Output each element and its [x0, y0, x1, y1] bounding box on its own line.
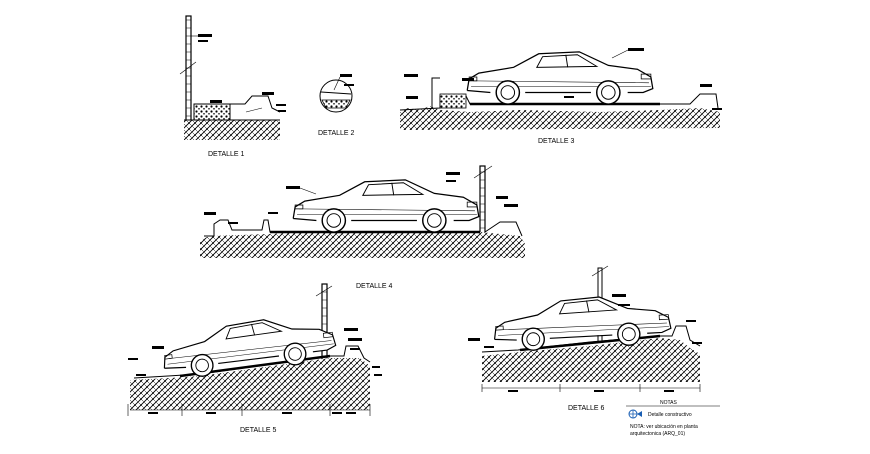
note-line-2: arquitectonica (ARQ_01)	[630, 431, 685, 437]
notes-block: NOTAS Detalle constructivo NOTA: ver ubi…	[626, 400, 720, 437]
detail-1-title: DETALLE 1	[208, 151, 245, 158]
notes-heading: NOTAS	[660, 400, 678, 406]
detail-4-drawing	[200, 165, 525, 258]
detail-5-title: DETALLE 5	[240, 427, 277, 434]
legend-item-detail: Detalle constructivo	[648, 412, 692, 418]
detail-3-title: DETALLE 3	[538, 138, 575, 145]
detail-1-drawing	[179, 15, 286, 140]
detail-5-drawing	[127, 283, 382, 416]
detail-2-drawing	[319, 74, 354, 113]
detail-4-title: DETALLE 4	[356, 283, 393, 290]
detail-section-icon	[628, 409, 642, 419]
detail-6-drawing	[468, 265, 702, 392]
detail-3-drawing	[399, 48, 722, 130]
detail-2-title: DETALLE 2	[318, 130, 355, 137]
note-line-1: NOTA: ver ubicación en planta	[630, 424, 698, 430]
detail-6-title: DETALLE 6	[568, 405, 605, 412]
